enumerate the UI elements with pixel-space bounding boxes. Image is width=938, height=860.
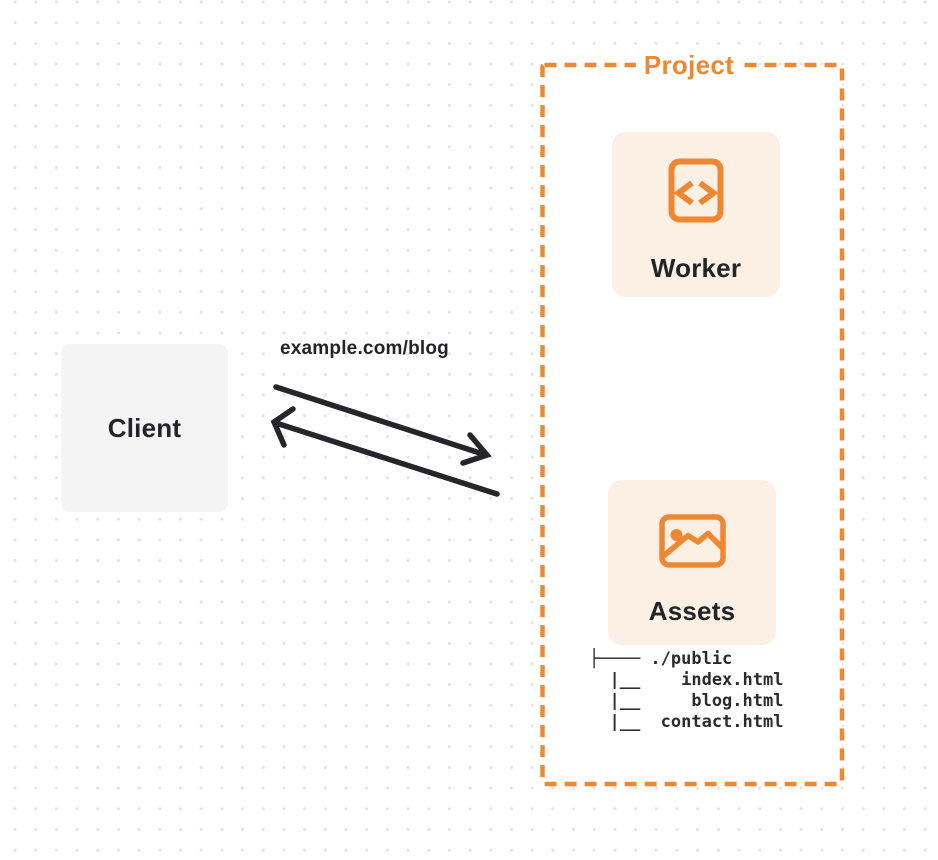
assets-node: Assets (608, 480, 776, 645)
assets-file-tree: ├──── ./public |__ index.html |__ blog.h… (589, 649, 784, 732)
assets-label: Assets (648, 596, 736, 626)
code-brackets-icon (668, 158, 724, 223)
request-url-label: example.com/blog (280, 338, 449, 359)
worker-node: Worker (612, 132, 780, 297)
image-icon (658, 514, 726, 568)
response-arrow (270, 406, 500, 497)
client-label: Client (107, 413, 182, 443)
worker-label: Worker (650, 253, 742, 283)
project-label: Project (635, 49, 743, 81)
client-node: Client (61, 344, 228, 512)
request-arrow (273, 384, 492, 466)
